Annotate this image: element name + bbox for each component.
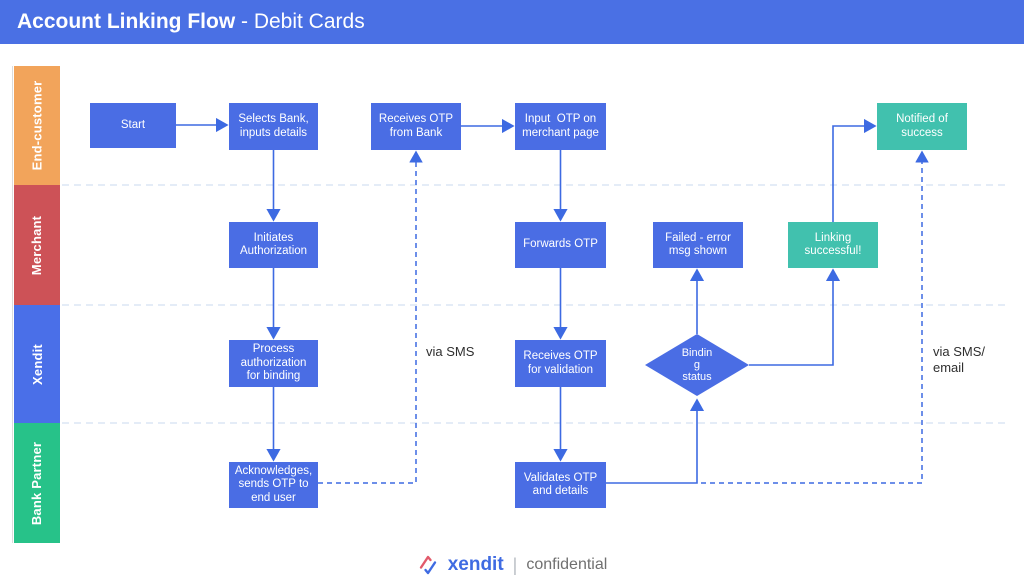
node-failed-error-msg: Failed - error msg shown <box>653 222 743 268</box>
swimlane-merchant: Merchant <box>14 185 60 305</box>
arrow-linking-successful-to-notified <box>832 118 877 222</box>
node-notified-of-success: Notified of success <box>877 103 967 150</box>
swimlane-label: Xendit <box>29 343 45 385</box>
node-validates-otp-details: Validates OTP and details <box>515 462 606 508</box>
confidential-label: confidential <box>526 556 608 573</box>
node-receives-otp-from-bank: Receives OTP from Bank <box>371 103 461 150</box>
swimlane-xendit: Xendit <box>14 305 60 423</box>
node-initiates-authorization: Initiates Authorization <box>229 222 318 268</box>
node-start: Start <box>90 103 176 148</box>
arrow-validates-to-notified-dashed <box>701 150 929 484</box>
annotation-via-sms: via SMS <box>426 344 475 359</box>
swimlane-label: Bank Partner <box>29 441 45 525</box>
footer-divider: | <box>512 554 518 575</box>
node-input-otp-merchant-page: Input OTP on merchant page <box>515 103 606 150</box>
node-receives-otp-validation: Receives OTP for validation <box>515 340 606 387</box>
xendit-logo-icon <box>419 555 436 575</box>
title-bar: Account Linking Flow - Debit Cards <box>0 0 1024 44</box>
arrow-acknowledges-to-receives-otp-dashed <box>318 150 423 484</box>
node-process-authorization-binding: Process authorization for binding <box>229 340 318 387</box>
arrow-validates-to-binding-status <box>606 398 705 484</box>
page-subtitle: - Debit Cards <box>235 10 365 33</box>
annotation-via-sms-email: via SMS/ email <box>933 344 986 375</box>
swimlane-end-customer: End-customer <box>14 66 60 185</box>
swimlane-label: End-customer <box>29 80 45 171</box>
arrow-binding-status-to-linking-successful <box>749 268 841 366</box>
node-acknowledges-sends-otp: Acknowledges, sends OTP to end user <box>229 462 318 508</box>
swimlane-bank-partner: Bank Partner <box>14 423 60 543</box>
footer: xendit | confidential <box>0 554 1024 576</box>
page-title: Account Linking Flow <box>17 10 236 33</box>
brand-name: xendit <box>447 554 504 575</box>
node-forwards-otp: Forwards OTP <box>515 222 606 268</box>
node-linking-successful: Linking successful! <box>788 222 878 268</box>
swimlane-label: Merchant <box>29 215 45 275</box>
node-selects-bank: Selects Bank, inputs details <box>229 103 318 150</box>
